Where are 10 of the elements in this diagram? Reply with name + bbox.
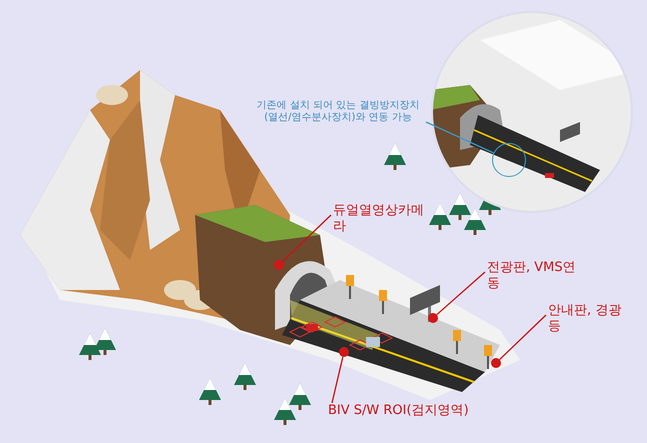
leader-line <box>331 356 344 404</box>
leader-line <box>499 314 546 360</box>
note-text: 기존에 설치 되어 있는 결빙방지장치 (열선/염수분사장치)와 연동 가능 <box>250 100 426 124</box>
callout-label: 안내판, 경광등 <box>548 303 626 335</box>
detection-circle <box>492 143 526 177</box>
leader-line <box>436 272 486 316</box>
leader-line <box>282 214 332 262</box>
callout-label: 전광판, VMS연동 <box>487 260 582 292</box>
callout-label: BIV S/W ROI(검지영역) <box>328 403 498 419</box>
callout-label: 듀얼열영상카메라 <box>333 203 425 235</box>
